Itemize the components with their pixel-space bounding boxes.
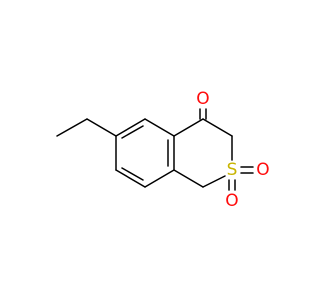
bond-c4-c3 xyxy=(202,118,233,137)
bond-ethyl-ch2-ring xyxy=(86,118,117,137)
bond-ring-c6-c5 xyxy=(115,118,146,137)
bond-c1-c8a xyxy=(173,169,204,188)
bond-ring-c5-c4a xyxy=(144,118,175,137)
sulfonyl-oxygen-right-label: O xyxy=(256,160,269,180)
ketone-oxygen-label: O xyxy=(196,89,209,109)
bond-ring-double-c7-c8 xyxy=(121,167,144,181)
bonds xyxy=(56,108,254,191)
sulfur-atom-label: S xyxy=(227,160,238,180)
molecule-structure-diagram: O S O O xyxy=(56,89,270,211)
bond-ring-double-c5-c6 xyxy=(121,125,144,139)
bond-ethyl-ch3-ch2 xyxy=(56,118,88,137)
bond-s-c1 xyxy=(202,175,226,188)
bond-ring-c8a-c8 xyxy=(144,169,175,188)
sulfonyl-oxygen-bottom-label: O xyxy=(225,191,238,211)
atom-labels: O S O O xyxy=(196,89,269,211)
bond-ring-c8-c7 xyxy=(115,169,146,188)
bond-c4a-c4 xyxy=(173,118,204,137)
